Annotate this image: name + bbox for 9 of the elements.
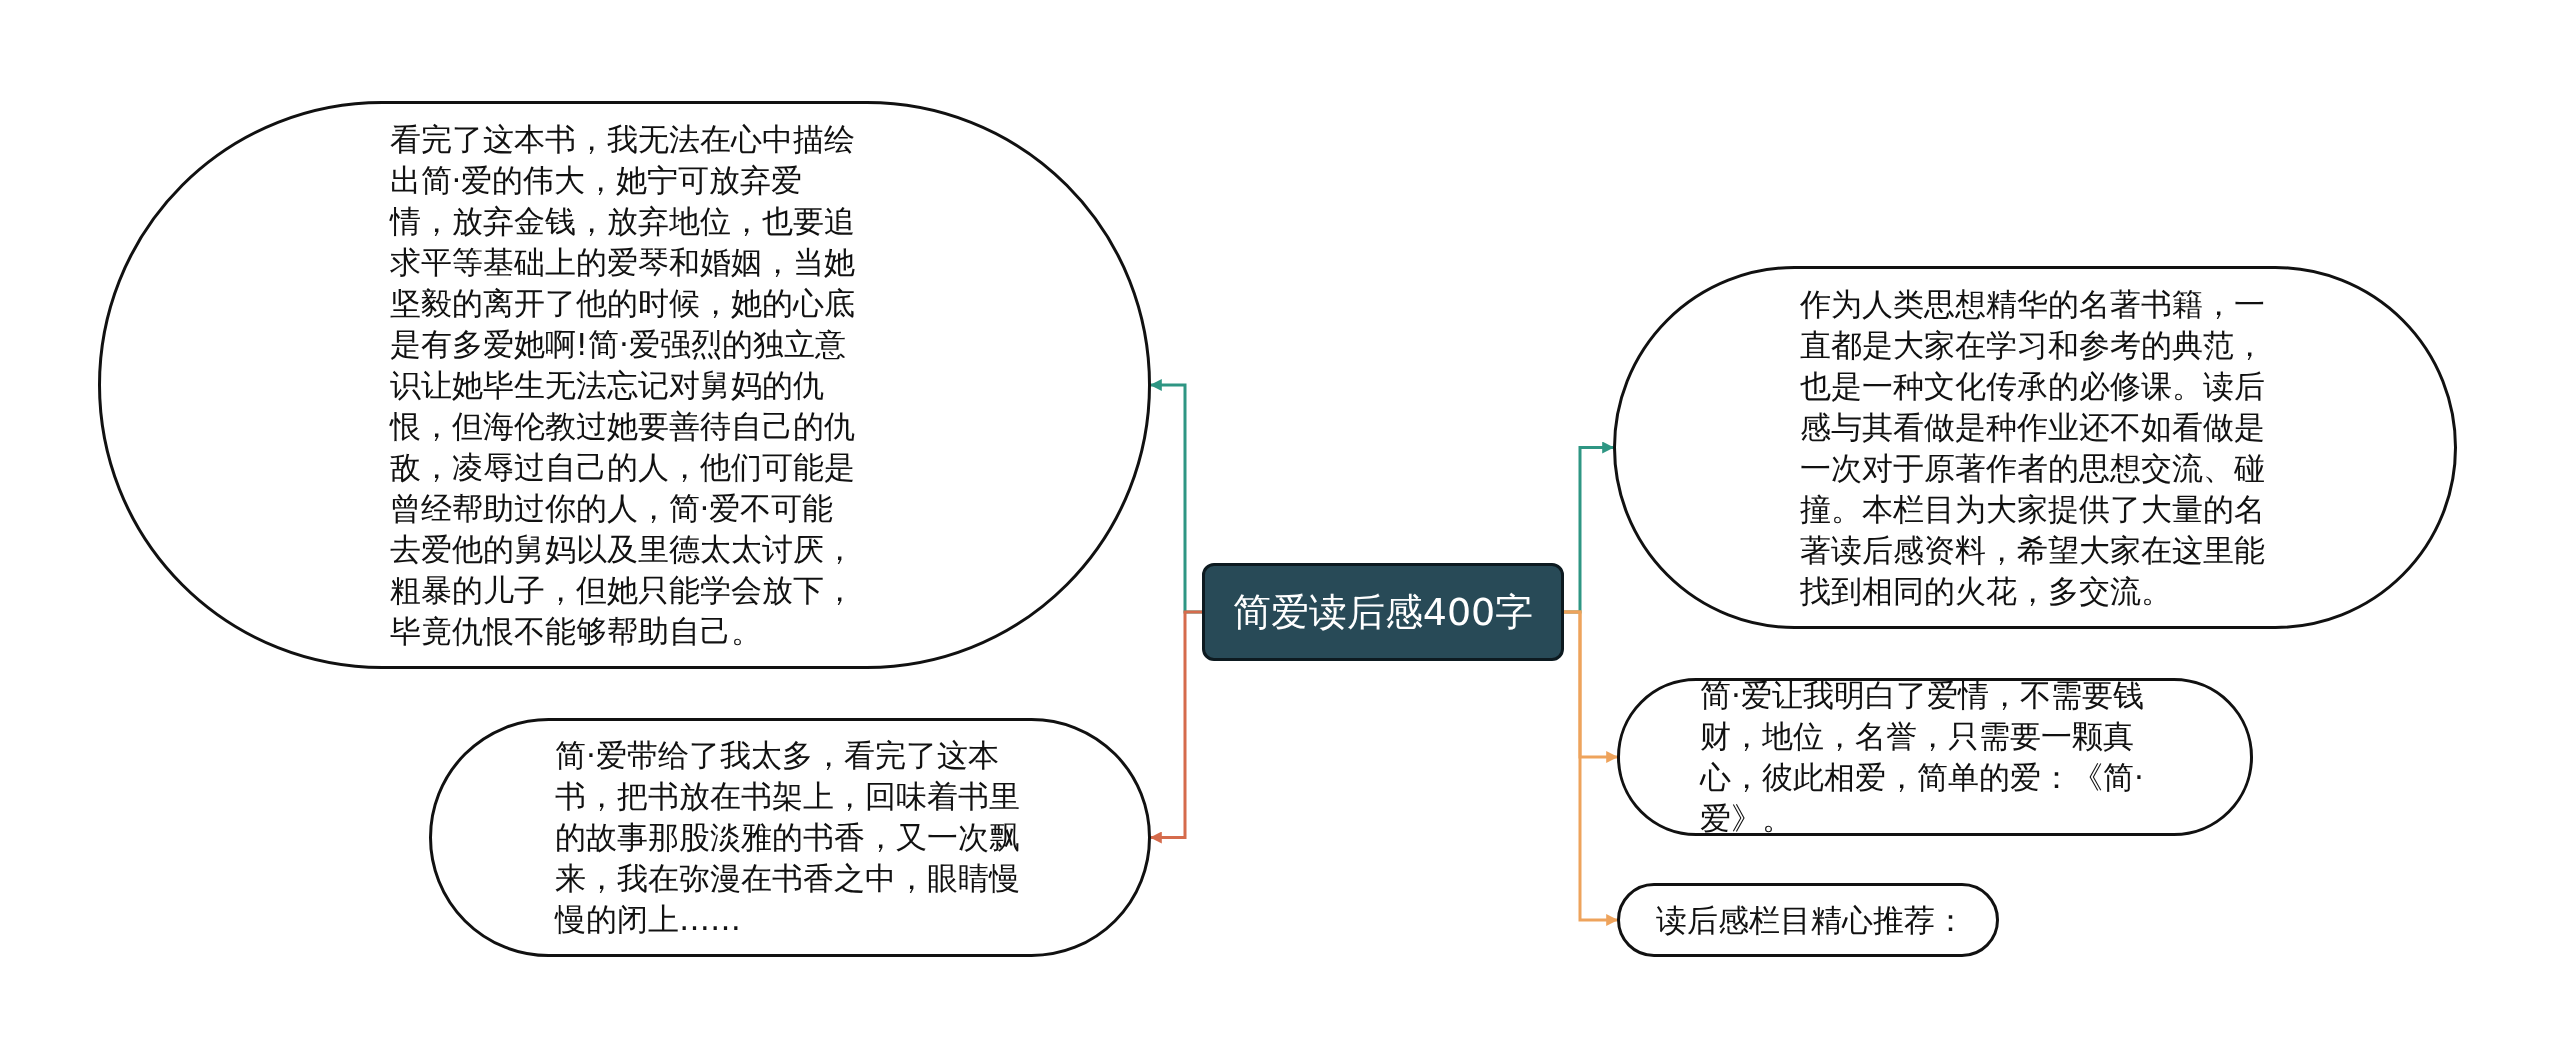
bubble-text: 简·爱让我明白了爱情，不需要钱财，地位，名誉，只需要一颗真心，彼此相爱，简单的爱：《简·爱》。 (1700, 676, 2145, 838)
bubble-text: 看完了这本书，我无法在心中描绘出简·爱的伟大，她宁可放弃爱情，放弃金钱，放弃地位，也要追求平等基础上的爱琴和婚姻，当她坚毅的离开了他的时候，她的心底是有多爱她啊!简·爱强烈的独立意识让她毕生无法忘记对舅妈的仇恨，但海伦教过她要善待自己的仇敌，凌辱过自己的人，他们可能是曾经帮助过你的人，简·爱不可能去爱他的舅妈以及里德太太讨厌，粗暴的儿子，但她只能学会放下，毕竟仇恨不能够帮助自己。 (389, 119, 856, 651)
bubble-text: 读后感栏目精心推荐： (1656, 900, 1966, 940)
bubble-text: 作为人类思想精华的名著书籍，一直都是大家在学习和参考的典范，也是一种文化传承的必修课。读后感与其看做是种作业还不如看做是一次对于原著作者的思想交流、碰撞。本栏目为大家提供了大量的名著读后感资料，希望大家在这里能找到相同的火花，多交流。 (1800, 284, 2266, 611)
bubble-text: 简·爱带给了我太多，看完了这本书，把书放在书架上，回味着书里的故事那股淡雅的书香，又一次飘来，我在弥漫在书香之中，眼睛慢慢的闭上…… (555, 736, 1021, 939)
connector-arrow (1149, 610, 1202, 844)
connector-arrow (1564, 610, 1619, 926)
topic-box (1202, 563, 1564, 661)
topic-title: 简爱读后感400字 (1232, 589, 1534, 635)
